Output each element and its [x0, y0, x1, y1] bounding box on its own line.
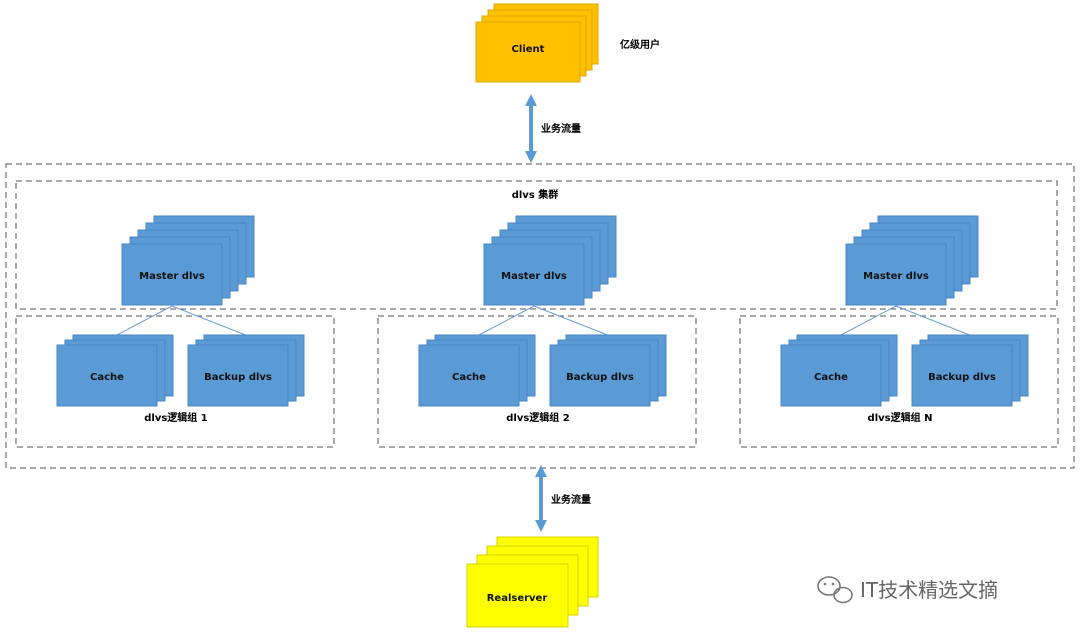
master-node: Master dlvs [845, 215, 979, 306]
backup-node: Backup dlvs [187, 334, 305, 407]
logic-group-box [15, 315, 335, 448]
cluster-title: dlvs 集群 [512, 188, 559, 201]
client-node: Client [475, 3, 599, 83]
logic-group-label: dlvs逻辑组 2 [506, 411, 570, 424]
cache-label: Cache [452, 372, 486, 383]
cluster-box [15, 180, 1058, 310]
watermark: IT技术精选文摘 [817, 576, 998, 604]
master-label: Master dlvs [139, 271, 205, 282]
connector-line [895, 305, 973, 337]
backup-label: Backup dlvs [566, 372, 634, 383]
connector-line [838, 305, 897, 337]
logic-group-label: dlvs逻辑组 N [868, 411, 933, 424]
master-node: Master dlvs [121, 215, 255, 306]
connector-line [476, 305, 535, 337]
master-label: Master dlvs [863, 271, 929, 282]
backup-node: Backup dlvs [549, 334, 667, 407]
connector-line [533, 305, 611, 337]
realserver-label: Realserver [487, 593, 548, 604]
watermark-text: IT技术精选文摘 [860, 578, 998, 602]
logic-group-box [739, 315, 1059, 448]
cache-node: Cache [418, 334, 536, 407]
flow-top-label: 业务流量 [541, 122, 581, 135]
cache-label: Cache [814, 372, 848, 383]
connector-line [114, 305, 173, 337]
backup-node: Backup dlvs [911, 334, 1029, 407]
master-node: Master dlvs [483, 215, 617, 306]
cache-node: Cache [780, 334, 898, 407]
connector-line [171, 305, 249, 337]
wechat-icon [817, 576, 853, 604]
backup-label: Backup dlvs [204, 372, 272, 383]
logic-group-label: dlvs逻辑组 1 [144, 411, 208, 424]
cache-node: Cache [56, 334, 174, 407]
flow-bottom-label: 业务流量 [551, 493, 591, 506]
logic-group-box [377, 315, 697, 448]
master-label: Master dlvs [501, 271, 567, 282]
realserver-node: Realserver [466, 536, 599, 628]
client-label: Client [512, 44, 545, 55]
cache-label: Cache [90, 372, 124, 383]
client-side-label: 亿级用户 [620, 38, 660, 51]
backup-label: Backup dlvs [928, 372, 996, 383]
